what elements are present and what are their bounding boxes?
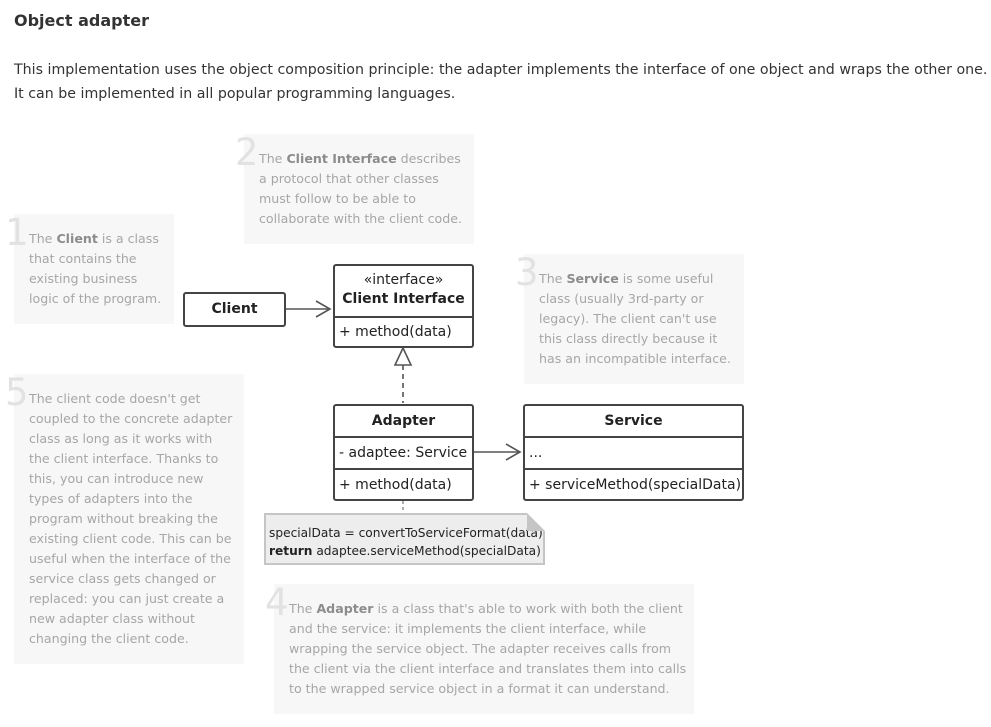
uml-client-interface: «interface» Client Interface + method(da… (333, 264, 474, 348)
note-text: The Client is a class that contains the … (29, 231, 162, 306)
note-service: 3 The Service is some useful class (usua… (515, 254, 744, 384)
note-number: 2 (235, 131, 259, 174)
folded-corner-icon (527, 513, 545, 531)
note-text: The client code doesn't get coupled to t… (29, 391, 233, 646)
note-text: The Adapter is a class that's able to wo… (289, 601, 687, 696)
note-text: The Client Interface describes a protoco… (259, 151, 462, 226)
note-text: The Service is some useful class (usuall… (539, 271, 731, 366)
note-number: 3 (515, 251, 539, 294)
implements-triangle-icon (393, 346, 413, 366)
uml-adapter-class: Adapter - adaptee: Service + method(data… (333, 404, 474, 501)
intro-paragraph: This implementation uses the object comp… (14, 62, 988, 102)
uml-method: + method(data) (335, 468, 472, 501)
uml-field: - adaptee: Service (335, 436, 472, 468)
uml-class-name: Client Interface (342, 291, 465, 307)
uml-method: + serviceMethod(specialData) (525, 468, 742, 501)
code-line-2: return adaptee.serviceMethod(specialData… (269, 542, 543, 560)
note-adapter: 4 The Adapter is a class that's able to … (265, 584, 694, 714)
uml-class-name: Service (604, 413, 663, 429)
code-keyword: return (269, 544, 313, 558)
client-to-interface-arrowhead (315, 300, 332, 318)
code-note: specialData = convertToServiceFormat(dat… (264, 513, 545, 565)
code-line-2-rest: adaptee.serviceMethod(specialData) (312, 544, 541, 558)
uml-interface-header: «interface» Client Interface (335, 266, 472, 316)
note-client-decoupling: 5 The client code doesn't get coupled to… (5, 374, 244, 664)
note-client-interface: 2 The Client Interface describes a proto… (235, 134, 474, 244)
note-client: 1 The Client is a class that contains th… (5, 214, 174, 324)
uml-method: + method(data) (335, 316, 472, 346)
note-number: 5 (5, 371, 29, 414)
uml-stereotype: «interface» (363, 272, 444, 288)
note-number: 4 (265, 581, 289, 624)
code-line-1: specialData = convertToServiceFormat(dat… (269, 526, 543, 540)
uml-class-name: Client (211, 301, 258, 317)
uml-service-class: Service ... + serviceMethod(specialData) (523, 404, 744, 501)
uml-field: ... (525, 436, 742, 468)
adapter-to-service-arrowhead (505, 443, 522, 461)
uml-class-name: Adapter (371, 413, 436, 429)
uml-client-class: Client (183, 292, 286, 327)
page-heading: Object adapter (14, 11, 149, 30)
note-number: 1 (5, 211, 29, 254)
